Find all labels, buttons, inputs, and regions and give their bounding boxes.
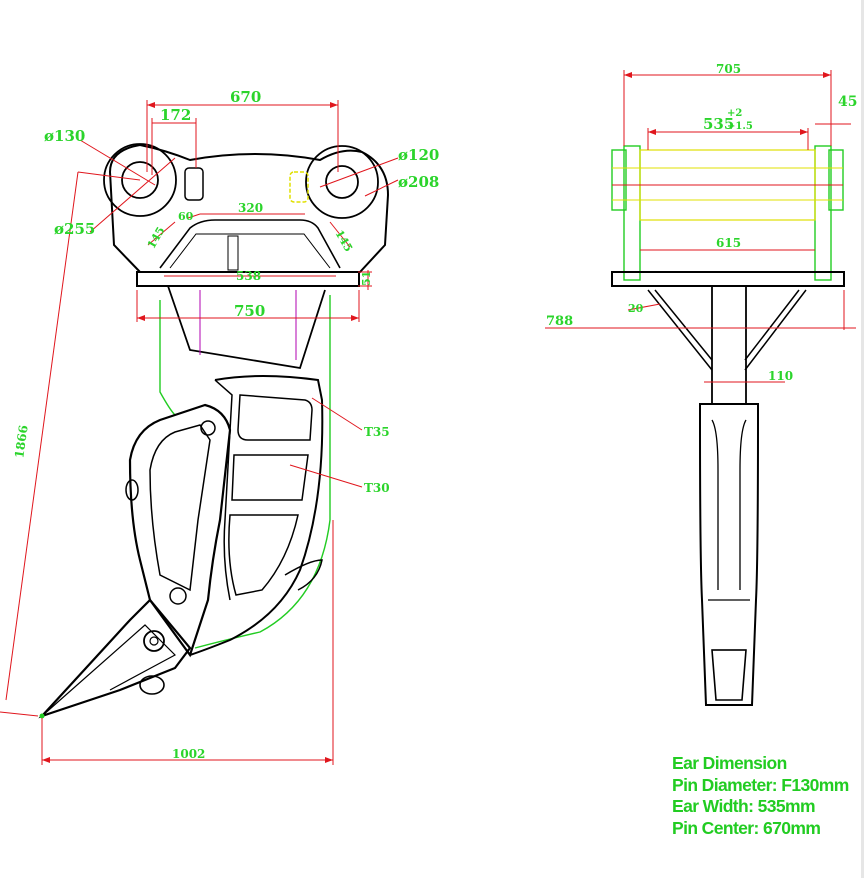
- front-top-plate: [611, 271, 845, 287]
- dim-535: 535: [703, 115, 734, 133]
- dim-60: 60: [178, 210, 194, 223]
- left-pin-hole: [121, 161, 159, 199]
- right-ear-outer: [828, 149, 844, 211]
- left-lock-plate: [184, 167, 204, 201]
- right-brace: [744, 289, 807, 371]
- ear-note-pin-center: Pin Center: 670mm: [672, 817, 821, 838]
- bracket-window: [159, 219, 341, 269]
- shank-inner-edge: [214, 379, 233, 601]
- cutout-lower: [228, 514, 299, 596]
- shank-weld-outline: [159, 295, 331, 649]
- front-shank-neck: [711, 285, 747, 405]
- wear-plate: [284, 559, 323, 591]
- front-tip: [711, 649, 747, 701]
- side-lug: [125, 479, 139, 501]
- dim-670: 670: [230, 88, 261, 106]
- dim-1002: 1002: [172, 747, 205, 761]
- dim-d130: ø130: [44, 127, 85, 145]
- dim-110: 110: [768, 369, 793, 383]
- ear-dimension-note: Ear Dimension Pin Diameter: F130mm Ear W…: [672, 753, 864, 839]
- dim-t30: T30: [364, 481, 390, 495]
- dim-20: 20: [628, 302, 644, 315]
- top-plate: [136, 271, 360, 287]
- front-shank-detail: [708, 419, 750, 651]
- left-pin-boss: [103, 143, 177, 217]
- holder-pin-bottom: [169, 587, 187, 605]
- dim-535-tol-upper: +2: [727, 108, 742, 119]
- right-pin-hole: [325, 165, 359, 199]
- dim-1866: 1866: [12, 424, 31, 459]
- cutout-middle: [231, 454, 309, 501]
- shank-body: [189, 375, 324, 656]
- dim-172: 172: [160, 106, 191, 124]
- holder-pin-top: [200, 420, 216, 436]
- left-brace: [647, 289, 713, 371]
- dim-788: 788: [546, 314, 573, 329]
- center-slot: [227, 235, 239, 271]
- front-view: 705 45 535 +2 +1.5 615 788 20 110: [545, 62, 857, 706]
- dim-538: 538: [236, 269, 261, 283]
- dim-d255: ø255: [54, 220, 95, 238]
- mounting-bracket: [108, 143, 390, 273]
- left-ear-outer: [611, 149, 627, 211]
- right-pin-boss: [305, 145, 379, 219]
- dim-d120: ø120: [398, 146, 439, 164]
- ripper-tip-inner: [41, 624, 176, 717]
- dim-45: 45: [838, 94, 857, 110]
- dim-615: 615: [716, 236, 741, 250]
- tip-pin: [143, 630, 165, 652]
- ripper-tip: [38, 598, 192, 719]
- side-view: 670 172 ø130 ø255 ø120 ø208 60 320 145 1…: [0, 88, 439, 765]
- ear-note-title: Ear Dimension: [672, 753, 787, 773]
- dim-d208: ø208: [398, 173, 439, 191]
- right-lock-plate: [289, 171, 309, 203]
- dim-145-right: 145: [332, 228, 355, 254]
- ear-note-ear-width: Ear Width: 535mm: [672, 796, 816, 816]
- ear-note-pin-diameter: Pin Diameter: F130mm: [672, 774, 849, 795]
- tooth-holder: [128, 403, 232, 658]
- shank-neck: [167, 285, 326, 370]
- page-edge: [861, 0, 864, 878]
- dim-705: 705: [716, 62, 741, 76]
- cutout-upper: [237, 394, 313, 441]
- dim-750: 750: [234, 302, 265, 320]
- tooth-holder-inner: [149, 424, 211, 592]
- front-shank-body: [699, 403, 759, 706]
- dim-535-tol-lower: +1.5: [727, 121, 753, 132]
- bracket-window-inner: [169, 233, 331, 269]
- dim-320: 320: [238, 201, 263, 215]
- dim-51: 51: [360, 271, 373, 286]
- dim-t35: T35: [364, 425, 390, 439]
- tip-lug: [139, 675, 165, 695]
- dim-145-left: 145: [145, 225, 168, 251]
